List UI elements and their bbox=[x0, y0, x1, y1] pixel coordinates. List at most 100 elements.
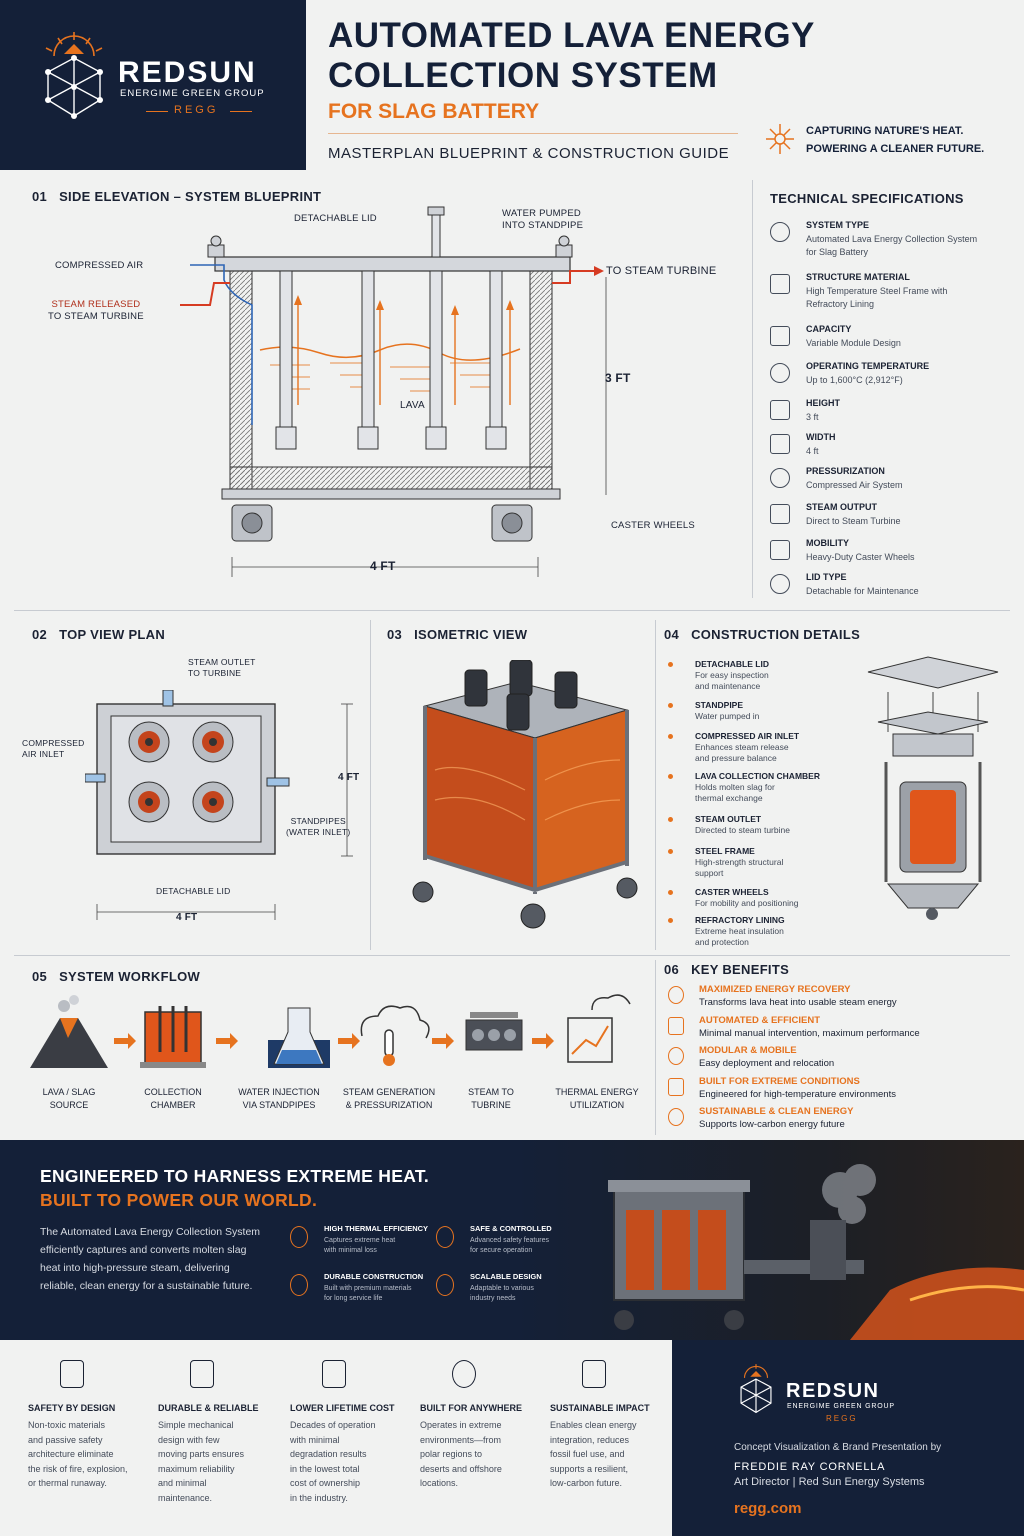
label-lava: LAVA bbox=[400, 400, 425, 411]
leaf-icon bbox=[668, 1108, 684, 1126]
construction-name: CASTER WHEELS bbox=[695, 887, 769, 897]
thermometer-icon bbox=[290, 1226, 308, 1248]
label-detachable-lid: DETACHABLE LID bbox=[294, 213, 377, 224]
benefit-desc: Engineered for high-temperature environm… bbox=[699, 1088, 896, 1100]
construction-desc: For mobility and positioning bbox=[695, 898, 799, 908]
construction-desc-2: support bbox=[695, 868, 724, 878]
bottom-feature-desc: design with few bbox=[158, 1434, 220, 1445]
bottom-feature-desc: fossil fuel use, and bbox=[550, 1449, 625, 1459]
label-width-4ft: 4 FT bbox=[370, 559, 396, 573]
bottom-feature-desc: locations. bbox=[420, 1478, 459, 1488]
side-elevation-blueprint bbox=[180, 206, 607, 577]
construction-desc: High-strength structural bbox=[695, 857, 784, 867]
bullet-dot-icon bbox=[668, 662, 673, 667]
spec-value: Compressed Air System bbox=[806, 480, 903, 490]
credit-name: FREDDIE RAY CORNELLA bbox=[734, 1461, 886, 1473]
benefit-title: MODULAR & MOBILE bbox=[699, 1045, 797, 1056]
bottom-feature-desc: with minimal bbox=[290, 1434, 340, 1445]
bottom-feature-desc: in the lowest total bbox=[290, 1463, 360, 1474]
brand-name: REDSUN bbox=[118, 56, 257, 89]
construction-name: DETACHABLE LID bbox=[695, 659, 769, 669]
label-standpipes: STANDPIPES(WATER INLET) bbox=[286, 816, 351, 837]
construction-name: COMPRESSED AIR INLET bbox=[695, 731, 800, 741]
construction-name: REFRACTORY LINING bbox=[695, 915, 785, 925]
spec-name: LID TYPE bbox=[806, 572, 847, 582]
cube-icon bbox=[668, 1047, 684, 1065]
banner-feature-title: SAFE & CONTROLLED bbox=[470, 1224, 552, 1233]
banner-headline: ENGINEERED TO HARNESS EXTREME HEAT. BUIL… bbox=[40, 1166, 430, 1210]
growth-icon bbox=[436, 1274, 454, 1296]
bottom-feature-desc: environments—from bbox=[420, 1434, 502, 1445]
steam-cloud-icon bbox=[360, 1005, 430, 1066]
bullet-dot-icon bbox=[668, 734, 673, 739]
spec-name: PRESSURIZATION bbox=[806, 466, 885, 476]
bottom-feature-desc: deserts and offshore bbox=[420, 1463, 502, 1474]
benefit-desc: Transforms lava heat into usable steam e… bbox=[699, 997, 897, 1008]
gauge-icon bbox=[770, 468, 790, 488]
benefit-title: BUILT FOR EXTREME CONDITIONS bbox=[699, 1075, 860, 1087]
brand-panel bbox=[0, 0, 306, 170]
construction-desc: Directed to steam turbine bbox=[695, 825, 790, 835]
benefit-desc: Easy deployment and relocation bbox=[699, 1058, 835, 1069]
construction-desc-2: and pressure balance bbox=[695, 753, 777, 763]
workflow-step-line-2: UTILIZATION bbox=[569, 1100, 625, 1110]
construction-name: LAVA COLLECTION CHAMBER bbox=[695, 771, 820, 781]
title-line-1: AUTOMATED LAVA ENERGY bbox=[328, 16, 815, 55]
bottom-feature-desc: moving parts ensures bbox=[158, 1449, 245, 1459]
spec-value: 3 ft bbox=[806, 412, 819, 422]
spec-name: STEAM OUTPUT bbox=[806, 502, 877, 512]
leaf-icon bbox=[582, 1360, 606, 1388]
workflow-step-line-2: & PRESSURIZATION bbox=[345, 1100, 433, 1110]
bottom-feature-desc: Non-toxic materials bbox=[28, 1420, 106, 1430]
credit-brand-name: REDSUN bbox=[786, 1380, 880, 1402]
bottom-feature-desc: polar regions to bbox=[420, 1449, 483, 1459]
gear-icon bbox=[190, 1360, 214, 1388]
workflow-step-line-2: CHAMBER bbox=[150, 1100, 196, 1110]
website-link[interactable]: regg.com bbox=[734, 1500, 802, 1517]
bottom-feature-desc: Operates in extreme bbox=[420, 1420, 502, 1430]
bottom-feature-title: DURABLE & RELIABLE bbox=[158, 1403, 259, 1413]
workflow-step-line-1: THERMAL ENERGY bbox=[555, 1087, 639, 1097]
height-icon bbox=[770, 400, 790, 420]
bottom-feature-desc: maintenance. bbox=[158, 1492, 213, 1503]
top-view-plan bbox=[85, 690, 353, 920]
label-top-width: 4 FT bbox=[176, 912, 198, 923]
banner-body: The Automated Lava Energy Collection Sys… bbox=[40, 1226, 261, 1292]
thermometer-icon bbox=[770, 363, 790, 383]
benefit-title: AUTOMATED & EFFICIENT bbox=[699, 1014, 821, 1026]
workflow-step-label: THERMAL ENERGY UTILIZATION bbox=[542, 1086, 652, 1112]
spec-value: Heavy-Duty Caster Wheels bbox=[806, 552, 915, 562]
wheel-icon bbox=[770, 540, 790, 560]
banner-feature-desc-2: for long service life bbox=[324, 1295, 383, 1302]
bottom-feature-desc: Enables clean energy bbox=[550, 1420, 637, 1430]
construction-name: STEAM OUTLET bbox=[695, 814, 762, 824]
bottom-feature-desc: Decades of operation bbox=[290, 1420, 376, 1430]
construction-desc: Extreme heat insulation bbox=[695, 926, 784, 936]
slogan-line-1: CAPTURING NATURE'S HEAT. bbox=[806, 125, 964, 137]
turbine-icon bbox=[465, 1012, 523, 1051]
construction-desc-2: and protection bbox=[695, 937, 749, 947]
bullet-dot-icon bbox=[668, 703, 673, 708]
banner-machine-image bbox=[608, 1164, 1024, 1340]
toolbox-icon bbox=[770, 574, 790, 594]
bottom-feature-desc: low-carbon future. bbox=[550, 1478, 623, 1488]
banner-feature-title: DURABLE CONSTRUCTION bbox=[324, 1272, 424, 1281]
construction-desc: Holds molten slag for bbox=[695, 782, 775, 792]
safety-dollar-icon bbox=[436, 1226, 454, 1248]
bullet-dot-icon bbox=[668, 817, 673, 822]
bullet-dot-icon bbox=[668, 918, 673, 923]
guide-title: MASTERPLAN BLUEPRINT & CONSTRUCTION GUID… bbox=[328, 145, 730, 162]
spec-name: STRUCTURE MATERIAL bbox=[806, 272, 910, 282]
bottom-feature-desc: Simple mechanical bbox=[158, 1420, 234, 1430]
credit-role: Art Director | Red Sun Energy Systems bbox=[734, 1476, 925, 1488]
shield-check-icon bbox=[60, 1360, 84, 1388]
workflow-step-line-1: WATER INJECTION bbox=[238, 1087, 320, 1097]
workflow-step-line-2: SOURCE bbox=[49, 1100, 89, 1110]
workflow-step-line-2: TUBRINE bbox=[471, 1100, 511, 1110]
